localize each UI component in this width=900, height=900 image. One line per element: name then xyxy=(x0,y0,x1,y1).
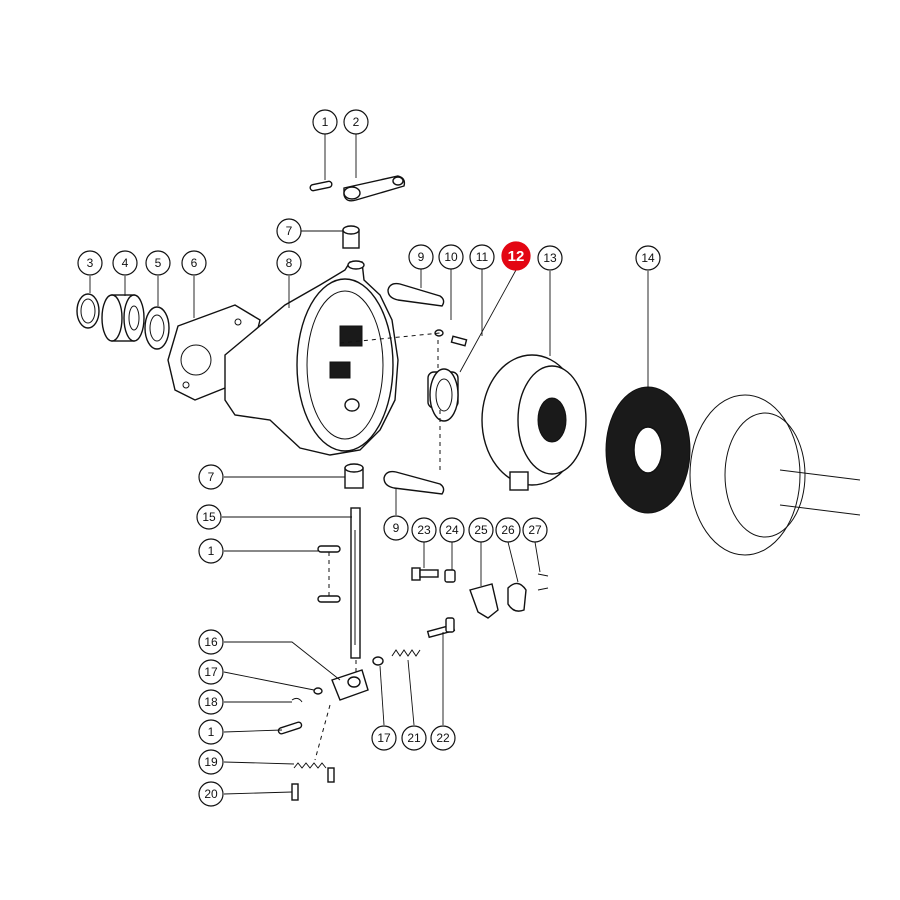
callout-25[interactable]: 25 xyxy=(468,517,494,543)
callout-24[interactable]: 24 xyxy=(439,517,465,543)
callout-17-bottom[interactable]: 17 xyxy=(371,725,397,751)
callout-12-highlighted[interactable]: 12 xyxy=(501,241,531,271)
callout-15[interactable]: 15 xyxy=(196,504,222,530)
callout-3[interactable]: 3 xyxy=(77,250,103,276)
callout-number: 1 xyxy=(208,725,215,739)
callout-23[interactable]: 23 xyxy=(411,517,437,543)
callout-number: 17 xyxy=(204,665,218,679)
part-12-release-bearing xyxy=(427,368,459,422)
part-16-lever-block xyxy=(331,669,369,701)
callout-21[interactable]: 21 xyxy=(401,725,427,751)
callout-8[interactable]: 8 xyxy=(276,250,302,276)
part-4-bearing xyxy=(101,294,145,342)
callout-22[interactable]: 22 xyxy=(430,725,456,751)
callout-number: 3 xyxy=(87,256,94,270)
callout-27[interactable]: 27 xyxy=(522,517,548,543)
part-1-pin-bottom xyxy=(277,721,303,735)
part-27-pins xyxy=(537,573,549,591)
callout-number: 1 xyxy=(208,544,215,558)
callout-number: 19 xyxy=(204,755,218,769)
callout-number: 5 xyxy=(155,256,162,270)
callout-19[interactable]: 19 xyxy=(198,749,224,775)
callout-number: 23 xyxy=(417,523,431,537)
part-23-bolt xyxy=(411,567,439,581)
callout-number: 14 xyxy=(641,251,655,265)
part-15-shaft xyxy=(350,507,361,659)
part-26-segment xyxy=(507,582,527,612)
callout-number: 24 xyxy=(445,523,459,537)
callout-7-bottom[interactable]: 7 xyxy=(198,464,224,490)
callout-18[interactable]: 18 xyxy=(198,689,224,715)
part-24-sleeve xyxy=(444,569,456,583)
callout-number: 25 xyxy=(474,523,488,537)
part-17-washer xyxy=(313,656,384,695)
callout-number: 4 xyxy=(122,256,129,270)
callout-number: 6 xyxy=(191,256,198,270)
callout-9-top[interactable]: 9 xyxy=(408,244,434,270)
disc-logo-text: SUK xyxy=(641,436,657,461)
callout-number: 1 xyxy=(322,115,329,129)
callout-number: 9 xyxy=(418,250,425,264)
part-7-bushing-bottom xyxy=(344,463,364,489)
callout-number: 26 xyxy=(501,523,515,537)
callout-1-middle[interactable]: 1 xyxy=(198,538,224,564)
part-19-spring xyxy=(293,762,327,769)
callout-11[interactable]: 11 xyxy=(469,244,495,270)
callout-number: 12 xyxy=(508,248,525,265)
callout-1-bottom[interactable]: 1 xyxy=(198,719,224,745)
callout-number: 13 xyxy=(543,251,557,265)
callout-number: 8 xyxy=(286,256,293,270)
part-21-spring xyxy=(391,649,421,657)
part-8-clutch-housing xyxy=(224,260,399,456)
callout-number: 10 xyxy=(444,250,458,264)
callout-13[interactable]: 13 xyxy=(537,245,563,271)
callout-number: 22 xyxy=(436,731,450,745)
part-11-bolt xyxy=(450,335,468,347)
callout-number: 7 xyxy=(208,470,215,484)
part-14-clutch-disc: SUK xyxy=(605,386,691,514)
callout-1-top[interactable]: 1 xyxy=(312,109,338,135)
callout-number: 16 xyxy=(204,635,218,649)
callout-14[interactable]: 14 xyxy=(635,245,661,271)
callout-number: 2 xyxy=(353,115,360,129)
part-18-clip xyxy=(291,697,303,703)
callout-number: 15 xyxy=(202,510,216,524)
callout-number: 20 xyxy=(204,787,218,801)
callout-number: 7 xyxy=(286,224,293,238)
callout-26[interactable]: 26 xyxy=(495,517,521,543)
callout-2[interactable]: 2 xyxy=(343,109,369,135)
part-13-pressure-plate xyxy=(481,354,587,491)
callout-number: 27 xyxy=(528,523,542,537)
part-2-lever xyxy=(343,175,406,202)
callout-number: 11 xyxy=(476,250,489,264)
part-3-ring xyxy=(76,293,100,329)
part-20-bolts xyxy=(291,767,335,801)
part-1-pins-middle xyxy=(317,545,341,603)
callout-20[interactable]: 20 xyxy=(198,781,224,807)
callout-number: 18 xyxy=(204,695,218,709)
callout-number: 17 xyxy=(377,731,391,745)
callout-7-top[interactable]: 7 xyxy=(276,218,302,244)
part-9-fork-top xyxy=(387,282,445,307)
callout-5[interactable]: 5 xyxy=(145,250,171,276)
callout-number: 21 xyxy=(407,731,421,745)
part-5-seal xyxy=(144,306,170,350)
callout-9-bottom[interactable]: 9 xyxy=(383,515,409,541)
callout-6[interactable]: 6 xyxy=(181,250,207,276)
part-22-bolt xyxy=(426,617,456,639)
flywheel-outline xyxy=(689,394,861,556)
part-7-bushing-top xyxy=(342,225,360,249)
callout-10[interactable]: 10 xyxy=(438,244,464,270)
callout-number: 9 xyxy=(393,521,400,535)
part-1-pin-top xyxy=(309,180,333,192)
callout-17-left[interactable]: 17 xyxy=(198,659,224,685)
callout-4[interactable]: 4 xyxy=(112,250,138,276)
callout-16[interactable]: 16 xyxy=(198,629,224,655)
part-9-fork-bottom xyxy=(383,470,445,495)
part-25-bracket xyxy=(469,583,499,619)
